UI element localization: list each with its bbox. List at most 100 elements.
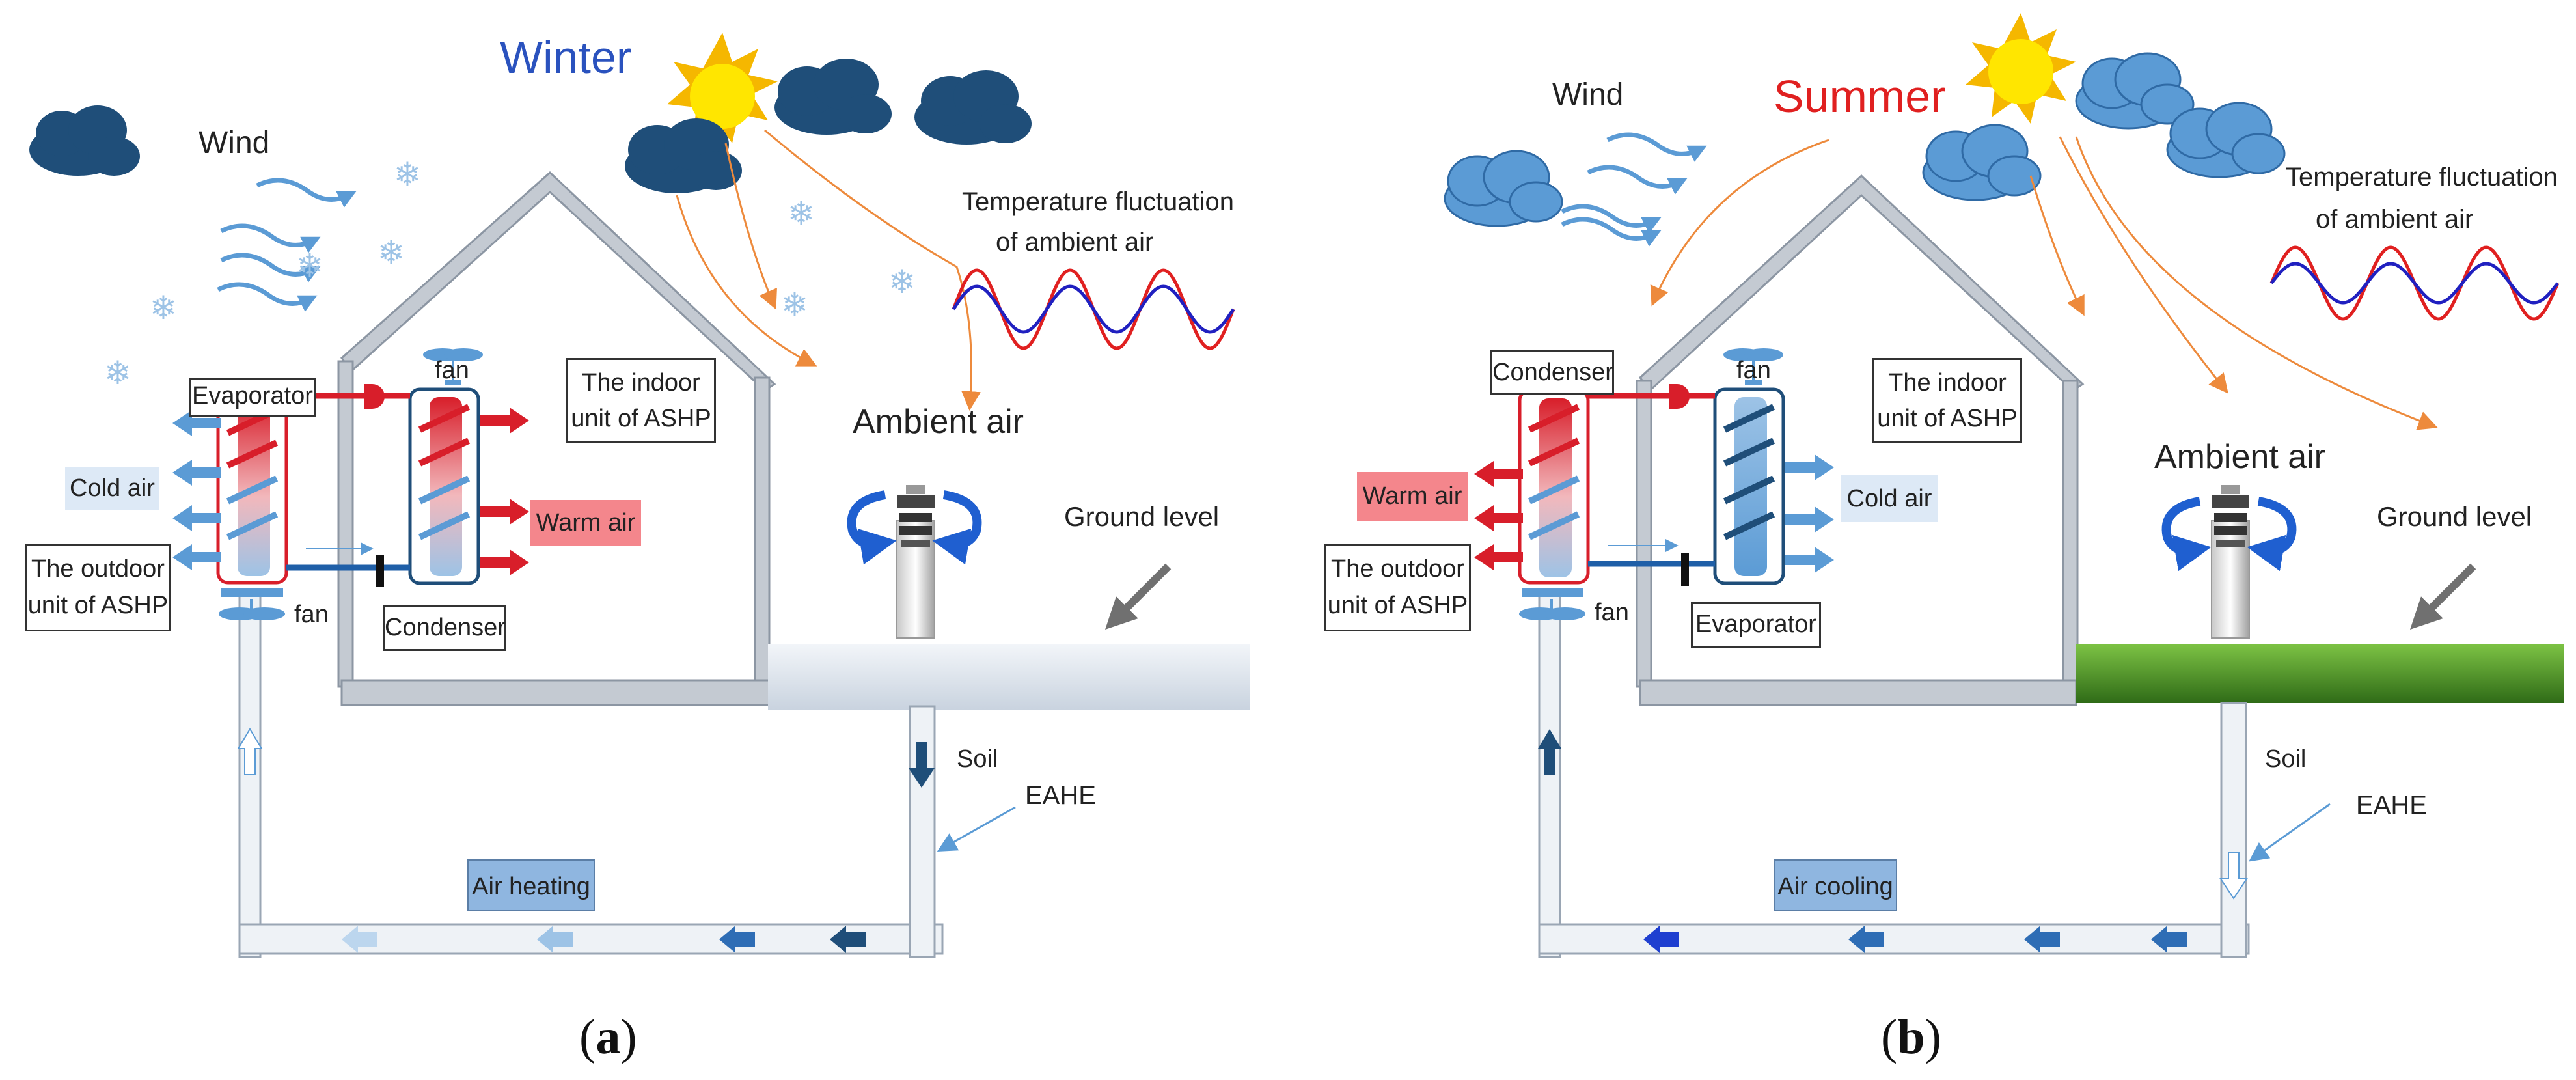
temp-fluctuation-line2: of ambient air [996,228,1154,256]
fan-icon [423,348,483,385]
outdoor-unit-line1: The outdoor [1331,555,1464,583]
warm-air-tag: Warm air [530,500,641,546]
outdoor-unit-line1: The outdoor [31,555,165,583]
compressor-icon [364,384,385,409]
svg-text:❄: ❄ [394,156,421,193]
snowflake-icon: ❄ ❄ ❄ ❄ ❄ ❄ ❄ ❄ [104,156,916,391]
fan-icon [219,588,285,620]
panel-caption: (a) [579,1010,637,1064]
eahe-pointer [937,806,1016,852]
temperature-wave [952,268,1235,350]
svg-text:❄: ❄ [788,195,815,232]
svg-text:❄: ❄ [781,286,808,323]
cloud-dark [914,70,1032,145]
temperature-wave [2269,245,2560,321]
eahe-flow-arrows [1538,729,2248,953]
warm-air-tag: Warm air [1357,472,1468,521]
sun-icon [1966,13,2076,124]
ambient-air-label: Ambient air [853,403,1024,441]
fan-label-indoor: fan [1736,357,1771,384]
air-intake-vent [847,485,982,639]
ground-level-label: Ground level [1064,501,1220,532]
sun-rays [676,129,981,411]
eahe-pointer [2249,803,2331,862]
wind-label: Wind [199,126,270,160]
indoor-coil [408,387,480,585]
cloud-light [2166,102,2286,178]
soil-label: Soil [957,745,998,773]
outdoor-coil-label: Condenser [1490,350,1614,395]
ambient-air-label: Ambient air [2154,438,2325,476]
compressor-icon [1669,384,1690,409]
panel-caption: (b) [1881,1010,1941,1064]
expansion-valve-icon [1681,553,1689,586]
svg-text:❄: ❄ [296,247,323,284]
svg-text:❄: ❄ [888,264,916,300]
sun-icon [667,33,778,143]
cloud-light [1922,124,2042,201]
ground-level-label: Ground level [2377,501,2532,532]
eahe-label: EAHE [1025,781,1096,810]
panel-winter: ❄ ❄ ❄ ❄ ❄ ❄ ❄ ❄ [29,33,1250,958]
fan-label-outdoor: fan [1595,599,1629,626]
cold-air-tag: Cold air [1841,475,1938,522]
outdoor-coil [216,392,288,585]
outdoor-unit-label: The outdoor unit of ASHP [25,544,171,631]
fan-label-indoor: fan [435,357,469,384]
cloud-dark [625,118,742,193]
outdoor-unit-label: The outdoor unit of ASHP [1324,544,1471,631]
soil-label: Soil [2265,745,2307,773]
outdoor-coil-label: Evaporator [189,378,316,417]
cold-air-arrows [172,410,221,570]
temp-fluctuation-line1: Temperature fluctuation [962,187,1235,216]
indoor-unit-line1: The indoor [1888,369,2007,396]
fan-icon [1723,348,1783,385]
ground-pointer [2410,563,2476,630]
fan-icon [1519,588,1585,620]
house-outline [1636,174,2085,706]
svg-text:❄: ❄ [104,355,131,391]
svg-text:❄: ❄ [150,290,177,326]
cloud-dark [29,105,140,176]
cloud-light [1444,150,1563,227]
indoor-unit-label: The indoor unit of ASHP [566,358,716,443]
grass-ground [2076,644,2564,703]
warm-air-arrows [480,408,529,575]
sun-rays [1650,136,2438,430]
fan-label-outdoor: fan [294,601,329,628]
wind-arrows [217,178,357,312]
snow-ground [768,644,1250,710]
outdoor-unit-line2: unit of ASHP [1327,592,1468,619]
cloud-dark [774,59,892,135]
season-title: Summer [1774,71,1946,122]
eahe-flow-arrows [237,728,935,953]
cold-air-tag: Cold air [65,467,159,510]
outdoor-unit-line2: unit of ASHP [27,592,169,619]
indoor-unit-line2: unit of ASHP [1877,405,2018,432]
temp-fluctuation-line1: Temperature fluctuation [2286,163,2558,191]
wind-arrows [1561,132,1707,247]
cold-air-arrows [1785,454,1834,573]
eahe-pipe [238,588,944,958]
indoor-coil-label: Evaporator [1691,602,1821,648]
indoor-coil-label: Condenser [383,605,506,651]
temp-fluctuation-line2: of ambient air [2316,205,2474,234]
indoor-unit-label: The indoor unit of ASHP [1872,358,2022,443]
cloud-light [2075,52,2195,130]
eahe-label: EAHE [2356,791,2427,820]
wind-label: Wind [1552,77,1624,112]
warm-air-arrows [1474,461,1523,570]
mode-label: Air cooling [1774,859,1897,911]
house-outline [337,171,776,706]
indoor-coil [1713,387,1785,585]
indoor-unit-line1: The indoor [582,369,700,396]
expansion-valve-icon [376,555,384,587]
air-intake-vent [2161,485,2297,639]
panel-summer [1444,13,2564,958]
ground-pointer [1105,563,1172,630]
svg-text:❄: ❄ [377,234,405,271]
indoor-unit-line2: unit of ASHP [571,405,711,432]
season-title: Winter [500,32,632,83]
outdoor-coil [1518,389,1590,585]
